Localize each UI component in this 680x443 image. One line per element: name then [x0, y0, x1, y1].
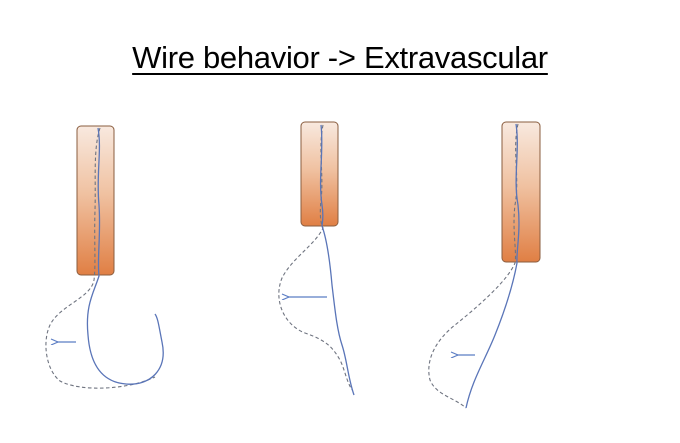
catheter-tube [501, 121, 541, 263]
solid-wire [319, 124, 355, 396]
panel-3 [428, 121, 541, 409]
panel-2 [278, 121, 355, 396]
catheter-tube [300, 121, 339, 227]
dashed-wire [45, 127, 156, 389]
solid-wire [86, 127, 164, 385]
slide-title: Wire behavior -> Extravascular [132, 40, 548, 75]
solid-wire [465, 123, 520, 409]
panel-1 [45, 125, 164, 389]
